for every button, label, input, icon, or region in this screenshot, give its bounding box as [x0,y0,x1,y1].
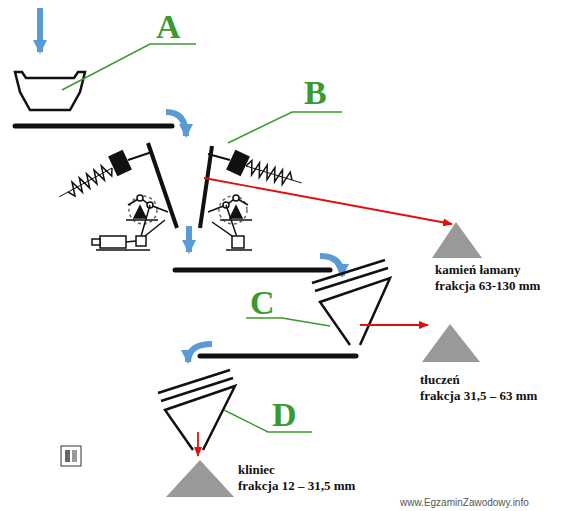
toggle-linkage [92,195,252,250]
leader-line [224,410,312,432]
spring-coil [246,161,292,185]
leader-line [228,112,342,143]
aggregate-pile [422,324,480,362]
leader-line [62,44,196,90]
spring-coil [68,166,112,196]
logo-icon [61,446,81,466]
feed-hopper [15,72,85,110]
flow-arrow [188,344,212,362]
callout-letter: B [304,76,327,110]
product-arrow [360,324,428,326]
fraction-label: kliniecfrakcja 12 – 31,5 mm [238,462,355,493]
spring-assembly [59,161,301,197]
fraction-label: tłuczeńfrakcja 31,5 – 63 mm [420,372,537,403]
watermark: www.EgzaminZawodowy.info [400,497,529,508]
callout-letter: A [156,10,181,44]
belt-conveyor [200,354,356,359]
logo-icon [65,450,70,462]
spring-block [108,150,132,177]
flow-arrow [166,112,186,136]
aggregate-pile [166,460,234,497]
vibrating-screen [312,260,390,345]
flow-arrow [320,256,342,276]
spring-block [226,150,250,177]
callout-letter: C [250,286,275,320]
product-arrow [197,432,199,456]
vibrating-screen [158,370,235,450]
spring-rod [128,152,152,160]
aggregate-pile [432,222,482,258]
belt-conveyor [175,268,330,273]
spring-rod [59,168,112,197]
feed-arrow [37,8,43,52]
spring-rod [246,166,302,183]
logo-icon [72,450,77,462]
crusher-jaw [200,146,212,228]
fraction-label: kamień łamanyfrakcja 63-130 mm [435,262,540,293]
crusher-jaw [148,143,177,228]
callout-letter: D [272,398,297,432]
product-arrow [204,178,452,224]
flow-arrow [186,226,192,252]
spring-rod [208,154,230,160]
belt-conveyor [15,124,172,129]
